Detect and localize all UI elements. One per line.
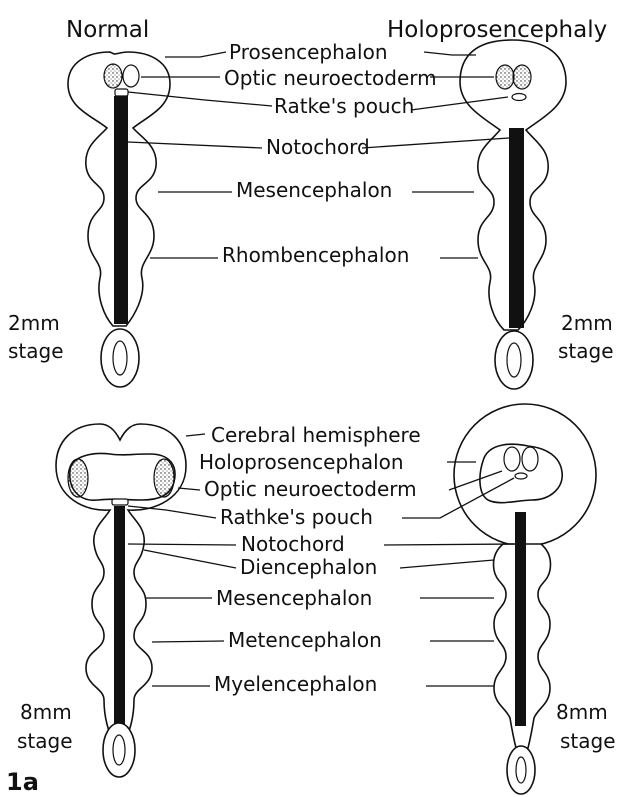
embryo-normal-8mm bbox=[56, 424, 186, 777]
label-ratke-pouch: Ratke's pouch bbox=[274, 94, 414, 118]
notochord-bar bbox=[114, 96, 128, 324]
ratke-pouch-holo bbox=[512, 94, 526, 101]
label-notochord-bottom: Notochord bbox=[241, 532, 345, 556]
label-holoprosencephalon: Holoprosencephalon bbox=[199, 450, 404, 474]
rathke-pouch-holo8 bbox=[515, 473, 527, 479]
optic-vesicle-holo-left bbox=[496, 65, 514, 89]
tail-bud-inner bbox=[113, 341, 127, 375]
optic-vesicle-holo8-left bbox=[504, 447, 520, 471]
label-optic-neuroectoderm-top: Optic neuroectoderm bbox=[224, 66, 437, 90]
optic-cup-right-8mm bbox=[154, 459, 174, 497]
notochord-bar-8mm bbox=[114, 506, 125, 724]
stage-word-top-right: stage bbox=[558, 339, 614, 363]
stage-mm-bottom-right: 8mm bbox=[556, 700, 608, 724]
label-rathke-pouch: Rathke's pouch bbox=[220, 505, 373, 529]
optic-vesicle-left bbox=[104, 64, 122, 88]
label-cerebral-hemisphere: Cerebral hemisphere bbox=[211, 423, 421, 447]
rathke-pouch-marker-8mm bbox=[112, 499, 128, 505]
heading-normal: Normal bbox=[66, 17, 149, 43]
label-myelencephalon: Myelencephalon bbox=[214, 672, 377, 696]
label-metencephalon: Metencephalon bbox=[228, 628, 382, 652]
label-mesencephalon-bottom: Mesencephalon bbox=[216, 586, 372, 610]
optic-cup-left-8mm bbox=[68, 459, 88, 497]
label-prosencephalon: Prosencephalon bbox=[229, 40, 388, 64]
stage-word-bottom-left: stage bbox=[17, 729, 73, 753]
label-rhombencephalon: Rhombencephalon bbox=[222, 243, 409, 267]
label-diencephalon: Diencephalon bbox=[240, 555, 377, 579]
heading-holoprosencephaly: Holoprosencephaly bbox=[387, 17, 607, 43]
label-notochord-top: Notochord bbox=[266, 135, 370, 159]
stage-mm-top-right: 2mm bbox=[561, 311, 613, 335]
notochord-bar-holo-8mm bbox=[515, 512, 526, 726]
optic-vesicle-holo8-right bbox=[522, 447, 538, 471]
stage-mm-top-left: 2mm bbox=[8, 311, 60, 335]
optic-vesicle-right bbox=[123, 65, 139, 87]
notochord-bar-holo bbox=[509, 128, 524, 328]
stage-word-top-left: stage bbox=[8, 339, 64, 363]
embryo-holo-2mm bbox=[460, 40, 566, 389]
label-optic-neuroectoderm-bottom: Optic neuroectoderm bbox=[204, 477, 417, 501]
optic-vesicle-holo-right bbox=[513, 65, 531, 89]
ratke-pouch-marker bbox=[115, 89, 128, 96]
figure-id: 1a bbox=[6, 768, 39, 796]
stage-word-bottom-right: stage bbox=[560, 729, 616, 753]
stage-mm-bottom-left: 8mm bbox=[20, 700, 72, 724]
embryo-normal-2mm bbox=[68, 52, 170, 387]
tail-bud-inner-holo-8mm bbox=[516, 757, 526, 783]
tail-bud-inner-holo bbox=[507, 343, 521, 377]
tail-bud-inner-8mm bbox=[113, 735, 125, 765]
label-mesencephalon-top: Mesencephalon bbox=[236, 178, 392, 202]
